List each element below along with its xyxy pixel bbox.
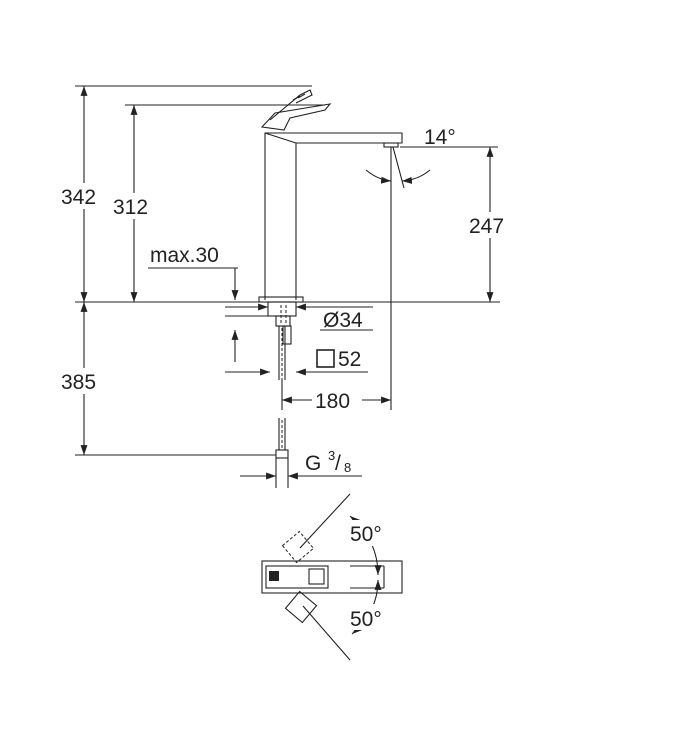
- dim-outlet-height: 247: [400, 146, 514, 302]
- dim-50-top-label: 50°: [350, 523, 382, 546]
- dim-34-label: Ø34: [323, 309, 363, 332]
- mounting-assembly: [267, 301, 297, 488]
- dim-14-label: 14°: [424, 126, 456, 149]
- faucet-plan-view: 50° 50°: [261, 493, 403, 661]
- faucet-elevation: [258, 89, 403, 303]
- thread-g-label: G: [305, 452, 321, 475]
- dim-max-deck: max.30: [148, 244, 268, 362]
- dim-312-label: 312: [113, 196, 148, 219]
- dim-spout-height: 312: [112, 104, 325, 302]
- dim-50-bottom-label: 50°: [350, 608, 382, 631]
- dim-342-label: 342: [61, 186, 96, 209]
- dim-max30-label: max.30: [150, 244, 219, 267]
- dim-180-label: 180: [315, 390, 350, 413]
- dim-thread: G 3 / 8: [240, 448, 362, 480]
- dim-hole-diameter: Ø34: [225, 303, 373, 332]
- square-symbol: [316, 349, 335, 368]
- thread-slash: /: [335, 452, 341, 475]
- dim-247-label: 247: [469, 215, 504, 238]
- dim-total-height: 342: [61, 85, 312, 302]
- dim-square-base: 52: [225, 348, 368, 376]
- dim-reach: 180: [281, 380, 391, 413]
- thread-denominator: 8: [344, 460, 351, 475]
- dim-52-label: 52: [338, 348, 361, 371]
- thread-numerator: 3: [328, 448, 335, 463]
- dim-below-deck: 385: [61, 302, 276, 456]
- dim-spout-angle: 14°: [365, 126, 466, 410]
- dim-385-label: 385: [61, 371, 96, 394]
